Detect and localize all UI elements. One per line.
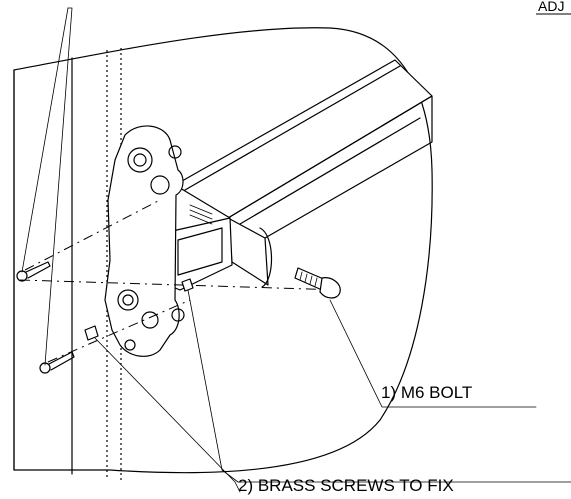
m6-bolt — [294, 267, 341, 299]
mounting-plate — [104, 125, 185, 357]
screw-centerline-upper — [24, 199, 161, 271]
callout-brass-screws: 2) BRASS SCREWS TO FIX — [238, 476, 454, 495]
top-leader-line — [44, 7, 73, 366]
callout-m6-bolt: 1) M6 BOLT — [381, 383, 472, 402]
top-leader-line-2 — [21, 7, 69, 273]
bolt-centerline — [19, 279, 341, 291]
bolt-leader-line — [329, 299, 537, 408]
brass-screw-2 — [181, 278, 194, 292]
screws-leader-line-1 — [94, 337, 241, 493]
eye-pin-lower — [39, 351, 75, 374]
brass-screw-1 — [84, 325, 99, 341]
corner-partial-label: ADJ — [538, 0, 564, 14]
screws-leader-line-2 — [187, 289, 239, 483]
wall-cutout-boundary — [13, 27, 433, 474]
eye-pin-upper — [16, 261, 51, 282]
